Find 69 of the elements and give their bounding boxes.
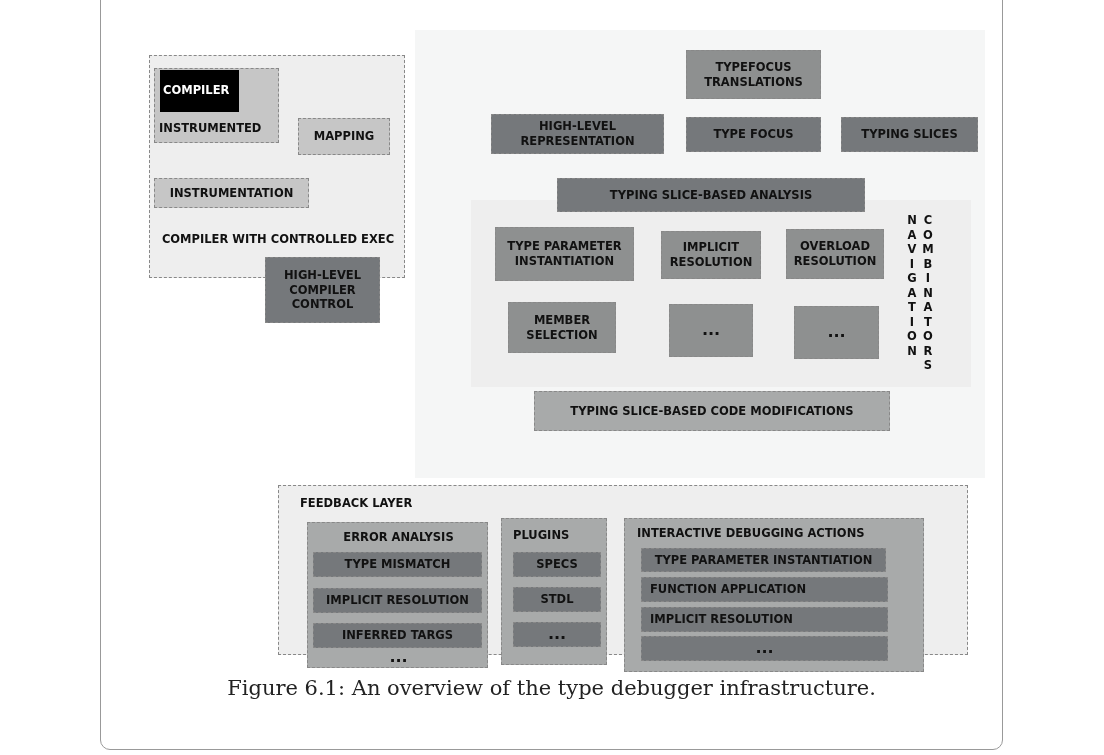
component-box (495, 227, 634, 281)
component-box (491, 114, 664, 154)
box-label: COMBINATORS (922, 213, 934, 373)
component-box (786, 229, 884, 279)
box-label: IMPLICIT RESOLUTION (650, 612, 793, 627)
component-box (661, 231, 761, 279)
component-box (160, 70, 239, 112)
box-label: FUNCTION APPLICATION (650, 582, 807, 597)
box-label: SPECS (536, 557, 578, 572)
component-box (513, 622, 601, 647)
component-box (557, 178, 865, 212)
component-box (686, 50, 821, 99)
container-box (624, 518, 924, 672)
box-label: ... (701, 320, 721, 341)
box-label: TYPE MISMATCH (344, 557, 451, 572)
box-label: HIGH-LEVEL REPRESENTATION (519, 119, 636, 149)
box-label: PLUGINS (513, 528, 571, 543)
box-label: ... (388, 647, 409, 668)
box-label: TYPING SLICE-BASED CODE MODIFICATIONS (570, 403, 854, 419)
box-label: MEMBER SELECTION (525, 312, 599, 343)
container-box (307, 522, 488, 668)
component-box (298, 118, 390, 155)
container-box (154, 68, 279, 143)
box-label: TYPEFOCUS TRANSLATIONS (703, 59, 804, 90)
component-box (669, 304, 753, 357)
box-label: HIGH-LEVEL COMPILER CONTROL (283, 267, 362, 313)
box-label: ... (827, 322, 846, 343)
component-box (513, 552, 601, 577)
component-box (513, 587, 601, 612)
box-label: INFERRED TARGS (341, 628, 454, 643)
box-label: TYPING SLICES (861, 127, 958, 142)
box-label: STDL (540, 592, 574, 607)
container-box (471, 200, 971, 387)
box-label: TYPE FOCUS (713, 127, 794, 142)
component-box (641, 636, 888, 661)
box-label: TYPE PARAMETER INSTANTIATION (506, 239, 623, 269)
component-box (313, 588, 482, 613)
component-box (534, 391, 890, 431)
box-label: ... (547, 624, 567, 645)
box-label: TYPING SLICE-BASED ANALYSIS (609, 187, 813, 203)
box-label: IMPLICIT RESOLUTION (326, 593, 469, 608)
component-box (265, 257, 380, 323)
component-box (641, 577, 888, 602)
component-box (508, 302, 616, 353)
box-label: MAPPING (313, 129, 375, 144)
component-box (313, 623, 482, 648)
panel-background (415, 30, 985, 478)
box-label: INTERACTIVE DEBUGGING ACTIONS (637, 526, 866, 541)
component-box (686, 117, 821, 152)
container-box (149, 55, 405, 278)
box-label: COMPILER WITH CONTROLLED EXEC (160, 232, 396, 247)
component-box (154, 178, 309, 208)
container-box (501, 518, 607, 665)
component-box (641, 548, 886, 572)
box-label: IMPLICIT RESOLUTION (669, 240, 753, 270)
box-label: ... (755, 638, 774, 659)
box-label: INSTRUMENTED (159, 121, 263, 136)
component-box (794, 306, 879, 359)
box-label: TYPE PARAMETER INSTANTIATION (654, 552, 873, 568)
component-box (841, 117, 978, 152)
box-label: ERROR ANALYSIS (342, 530, 455, 545)
box-label: FEEDBACK LAYER (300, 496, 414, 511)
box-label: OVERLOAD RESOLUTION (793, 239, 877, 269)
box-label: INSTRUMENTATION (169, 185, 294, 201)
component-box (641, 607, 888, 632)
box-label: COMPILER (163, 83, 231, 98)
figure-caption: Figure 6.1: An overview of the type debugger infrastructure. (226, 676, 877, 700)
box-label: NAVIGATION (906, 213, 918, 358)
component-box (313, 552, 482, 577)
